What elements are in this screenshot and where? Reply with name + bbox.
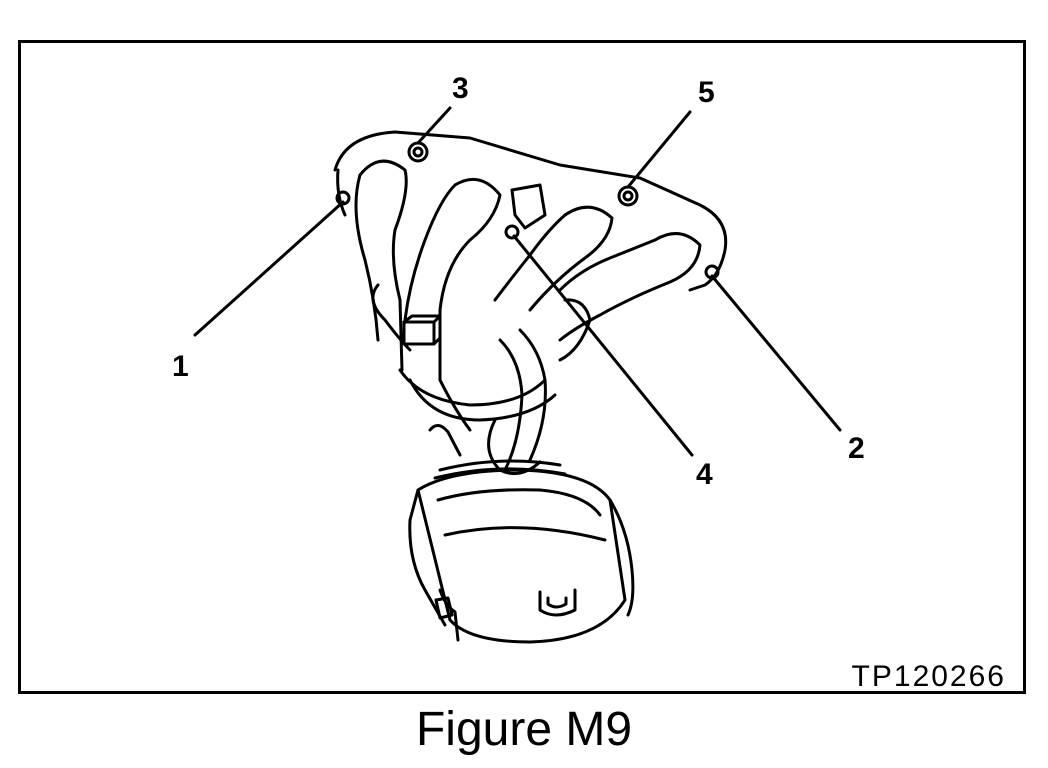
bolt-hole-4 (504, 224, 520, 240)
bolt-hole-5 (617, 185, 639, 207)
callout-2: 2 (848, 432, 865, 465)
callout-4: 4 (696, 458, 713, 491)
leader-line-3 (416, 106, 452, 145)
callout-1: 1 (172, 350, 189, 383)
leader-line-5 (626, 110, 692, 189)
leader-line-1 (193, 200, 345, 337)
runner-1 (358, 159, 408, 372)
leader-line-2 (710, 274, 842, 432)
callout-3: 3 (452, 72, 469, 105)
figure-frame (18, 40, 1026, 694)
runner-2 (438, 177, 502, 382)
runner-4 (558, 232, 702, 342)
figure-id-code: TP120266 (851, 660, 1006, 693)
catalytic-converter (416, 468, 627, 644)
leader-line-4 (512, 234, 694, 457)
runner-3 (528, 205, 614, 312)
bolt-hole-3 (407, 141, 429, 163)
callout-5: 5 (698, 76, 715, 109)
figure-caption: Figure M9 (415, 703, 633, 756)
